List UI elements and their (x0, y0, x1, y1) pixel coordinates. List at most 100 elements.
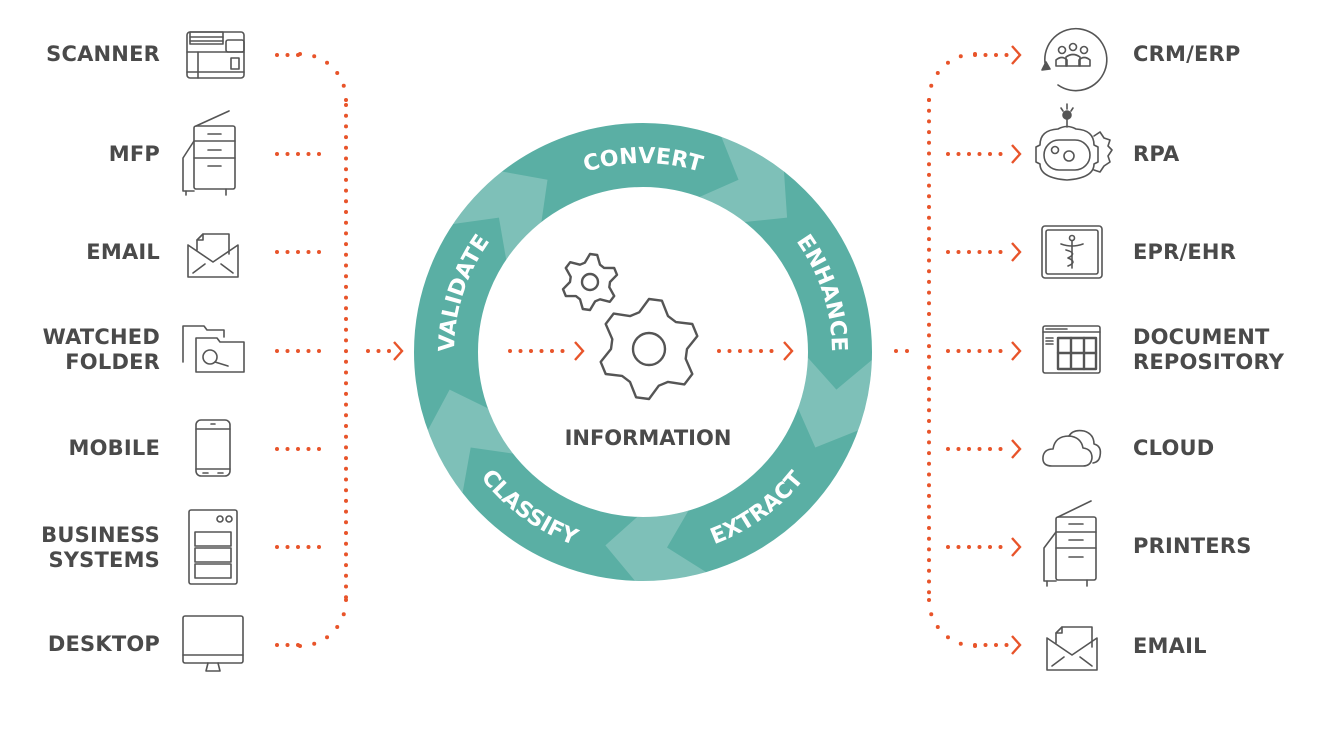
connector-dot (306, 152, 311, 156)
connector-dot (344, 598, 348, 602)
connector-dot (967, 447, 971, 451)
arrow-head-icon (574, 341, 585, 361)
arrow-head-icon (1011, 144, 1022, 164)
connector-dot (344, 295, 348, 300)
connector-dot (927, 419, 931, 423)
connector-dot (325, 635, 330, 640)
label-text: REPOSITORY (1133, 350, 1285, 374)
connector-dot (927, 269, 931, 274)
connector-dot (312, 641, 317, 646)
arrow-head-icon (393, 341, 404, 361)
connector-dot (927, 140, 931, 145)
connector-dot (946, 447, 950, 451)
arrow-head-icon (1011, 439, 1022, 459)
connector-dot (927, 237, 931, 242)
connector-dot (296, 447, 300, 451)
label-text: WATCHED (42, 325, 160, 349)
connector-dot (927, 483, 931, 488)
connector-dot (341, 612, 346, 617)
connector-dot (344, 413, 348, 418)
connector-dot (748, 349, 753, 353)
mobile-icon (195, 419, 231, 477)
connector-dot (275, 545, 279, 549)
connector-dot (927, 408, 931, 413)
connector-dot (285, 545, 290, 549)
connector-dot (927, 536, 931, 541)
connector-dot (317, 152, 321, 156)
connector-dot (998, 152, 1003, 156)
mfp-icon (182, 110, 236, 196)
label-text: CLOUD (1133, 436, 1215, 460)
connector-dot (344, 199, 348, 204)
connector-dot (344, 552, 348, 557)
connector-dot (994, 53, 998, 57)
connector-dot (927, 429, 931, 434)
connector-dot (296, 250, 300, 254)
gears-icon (561, 252, 699, 401)
connector-dot (759, 349, 763, 353)
connector-dot (929, 83, 934, 88)
connector-dot (275, 250, 279, 254)
connector-dot (958, 641, 963, 646)
connector-dot (927, 579, 931, 584)
ring-arrow-tip (427, 389, 513, 493)
connector-dot (927, 598, 931, 602)
arrow-head-icon (1011, 537, 1022, 557)
medical-record-icon (1041, 225, 1103, 279)
watched-folder-icon (182, 325, 245, 373)
connector-dot (344, 488, 348, 493)
connector-dot (344, 274, 348, 279)
connector-dot (977, 545, 982, 549)
label-text: EMAIL (1133, 634, 1207, 658)
connector-dot (344, 595, 348, 600)
connector-dot (927, 376, 931, 381)
ring-arrow-tip (699, 136, 788, 222)
connector-dot (956, 349, 961, 353)
connector-dot (927, 322, 931, 327)
connector-dot (927, 172, 931, 177)
label-text: PRINTERS (1133, 534, 1252, 558)
connector-dot (927, 354, 931, 359)
connector-dot (344, 466, 348, 471)
label-text: DESKTOP (47, 632, 160, 656)
connector-dot (977, 250, 982, 254)
crm-erp-icon (1041, 27, 1108, 92)
connector-dot (317, 349, 321, 353)
connector-dot (973, 53, 977, 57)
small-gear-icon (561, 252, 619, 312)
connector-dot (376, 349, 381, 353)
connector-dot (927, 215, 931, 220)
connector-dot (927, 451, 931, 456)
connector-dot (927, 547, 931, 552)
connector-dot (1004, 53, 1009, 57)
connector-dot (927, 119, 931, 124)
connector-dot (956, 545, 961, 549)
connector-dot (550, 349, 554, 353)
connector-dot (306, 349, 311, 353)
connector-dot (927, 258, 931, 263)
connector-dot (927, 151, 931, 156)
connector-dot (344, 306, 348, 311)
connector-dot (539, 349, 544, 353)
connector-dot (927, 226, 931, 231)
connector-dot (344, 220, 348, 225)
label-text: FOLDER (65, 350, 160, 374)
input-label-desktop: DESKTOP (0, 632, 160, 657)
connector-dot (306, 250, 311, 254)
connector-dot (344, 477, 348, 482)
connector-dot (298, 644, 302, 648)
connector-dot (344, 541, 348, 546)
connector-dot (927, 279, 931, 284)
connector-dot (344, 434, 348, 439)
large-gear-hub (631, 331, 667, 367)
connector-dot (285, 447, 290, 451)
input-label-email: EMAIL (0, 240, 160, 265)
connector-dot (344, 573, 348, 578)
connector-dot (275, 53, 279, 57)
arrow-head-icon (1011, 635, 1022, 655)
connector-dot (988, 152, 992, 156)
ring-arrow-tips (427, 136, 872, 581)
connector-dot (983, 643, 988, 647)
arrow-head-icon (783, 341, 794, 361)
